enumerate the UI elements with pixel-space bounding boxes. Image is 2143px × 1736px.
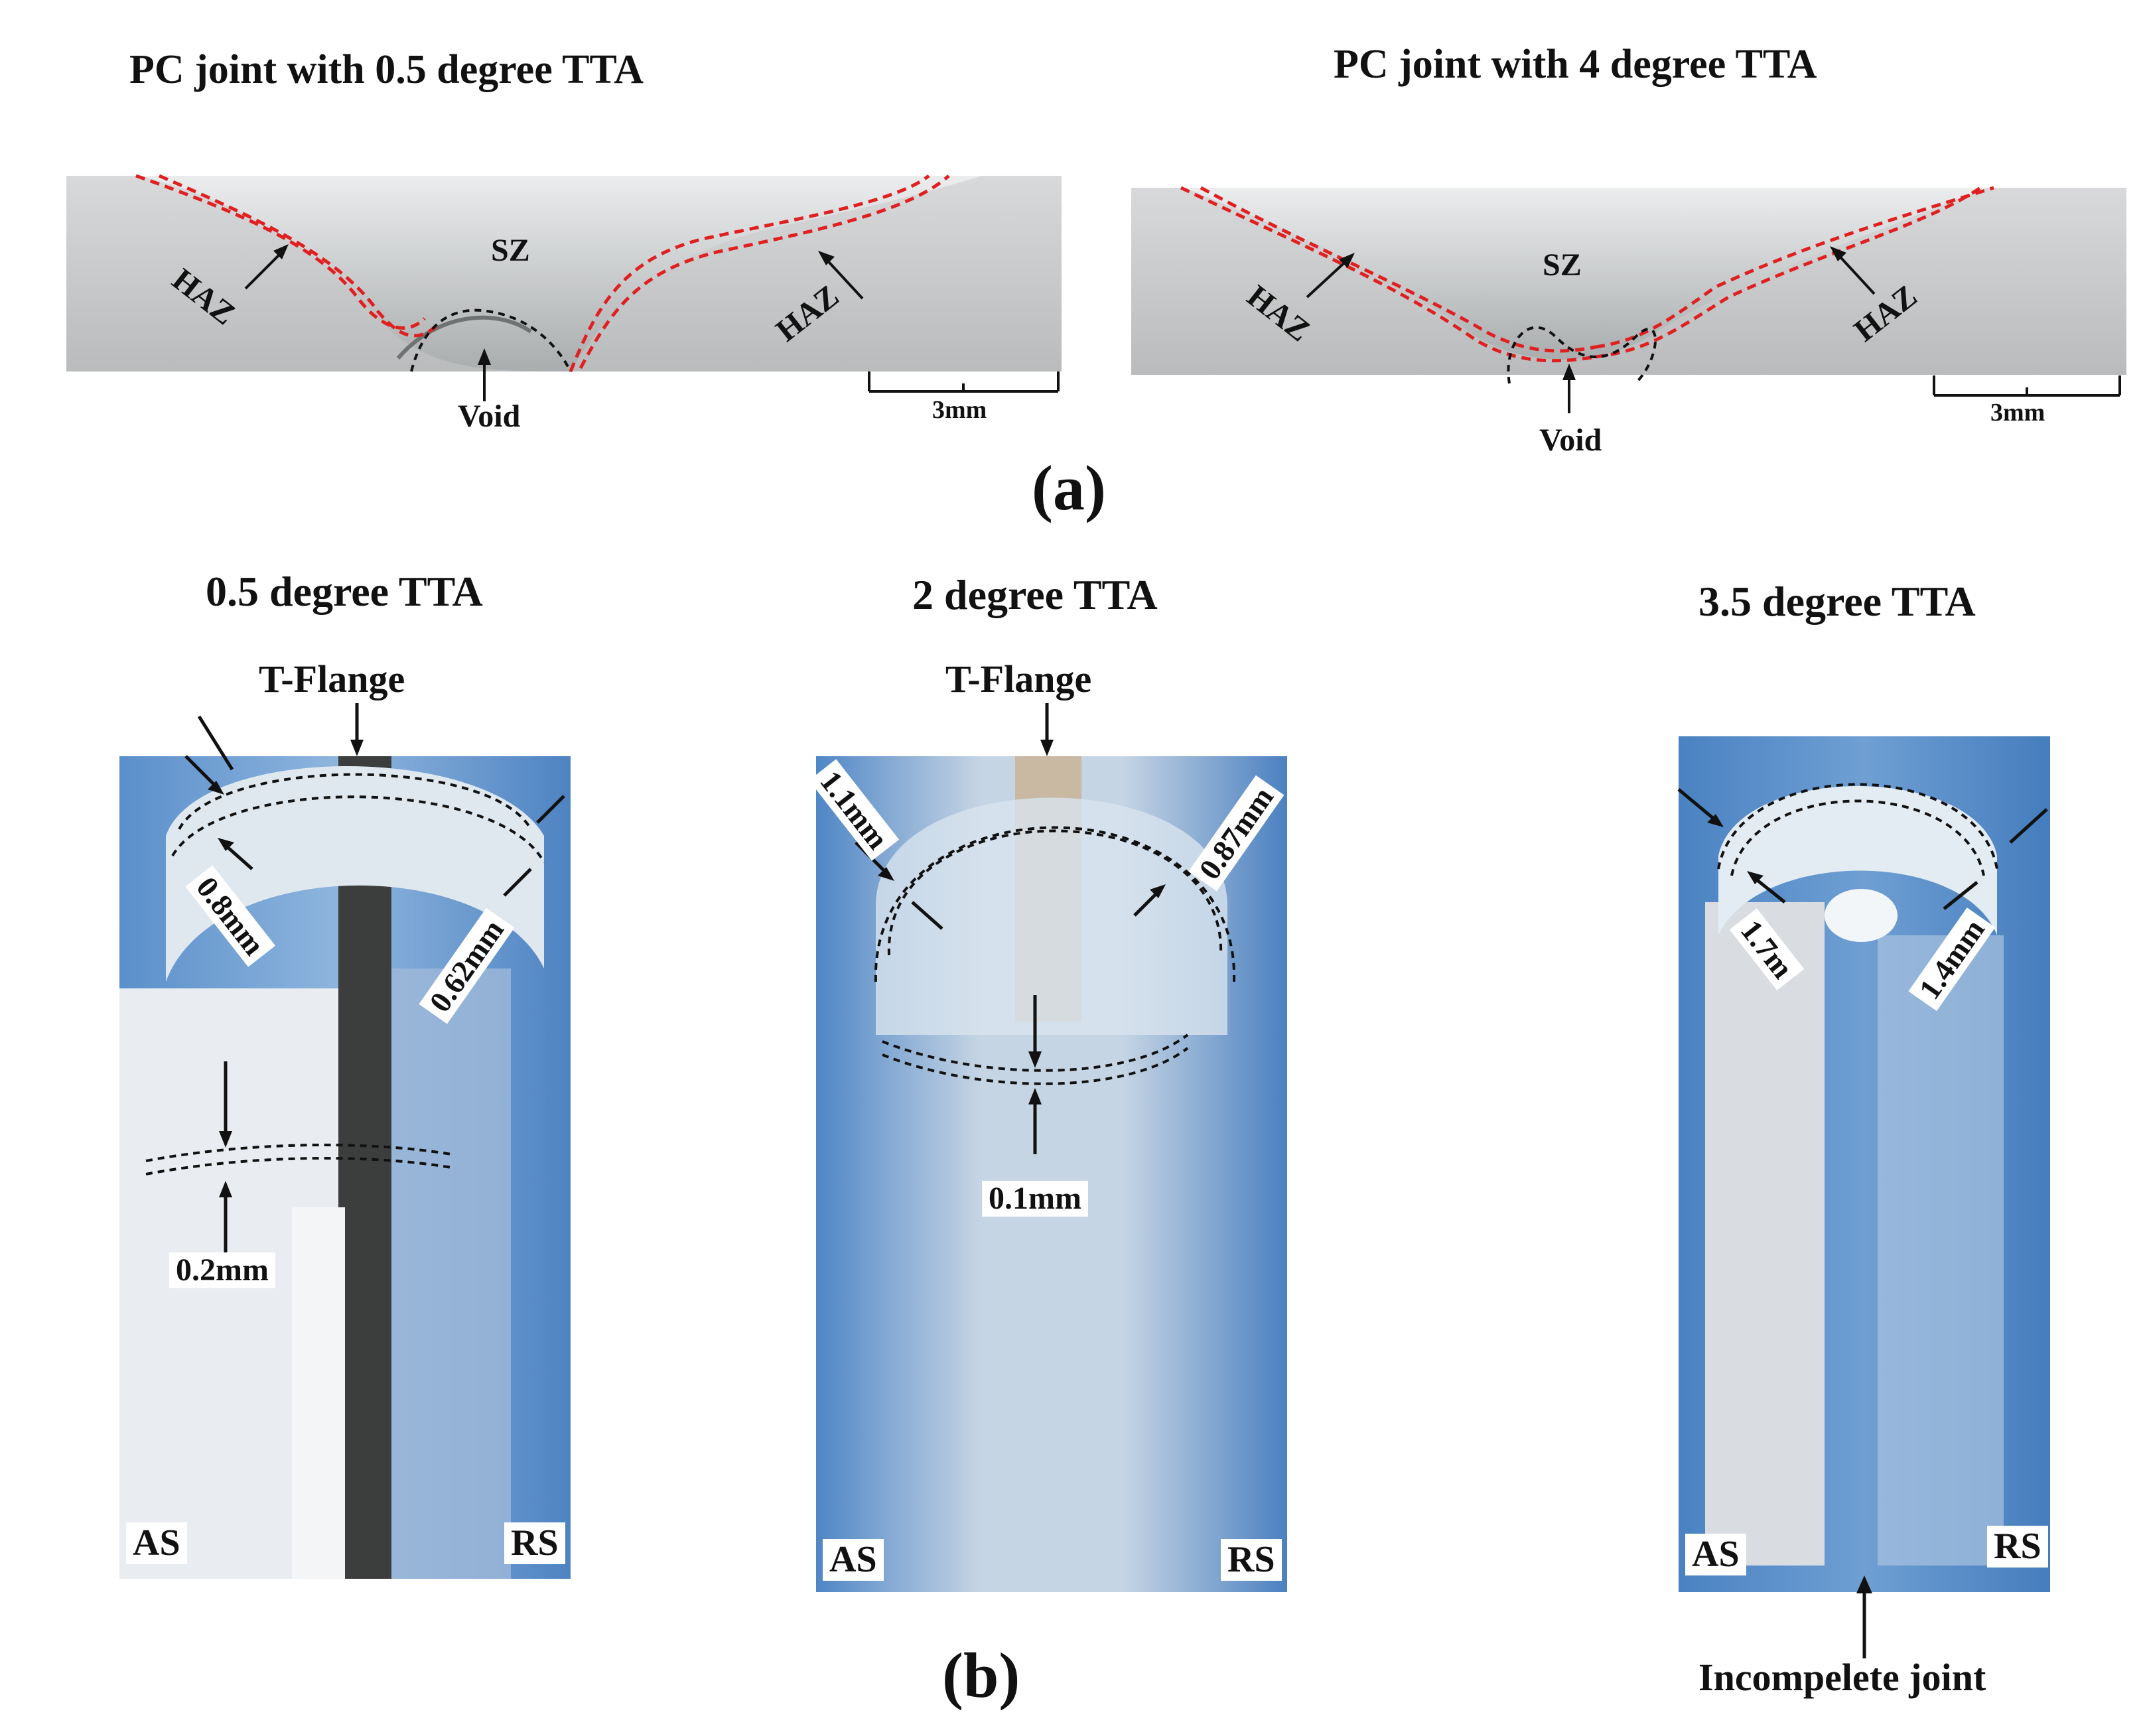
haz-boundary-left-outer xyxy=(1180,186,1596,363)
sz-label-left-b: SZ xyxy=(1543,247,1582,283)
photo3-title: 3.5 degree TTA xyxy=(1698,578,1976,625)
void-outline xyxy=(410,308,572,372)
sz-label-left-a: SZ xyxy=(491,233,530,268)
haz-boundary-left-inner xyxy=(159,174,439,338)
haz-boundary-right-outer xyxy=(1595,186,1982,359)
photo2-dim-gap: 0.1mm xyxy=(982,1181,1088,1217)
photo1-flange-label: T-Flange xyxy=(259,657,405,701)
photo1-title: 0.5 degree TTA xyxy=(206,568,483,615)
photo3-weld-surface xyxy=(1677,736,2050,1658)
photo1-as-label: AS xyxy=(126,1522,187,1564)
photo2-as-label: AS xyxy=(823,1539,884,1581)
photo2-title: 2 degree TTA xyxy=(912,571,1158,618)
haz-boundary-left-outer xyxy=(135,174,426,330)
photo2-rs-label: RS xyxy=(1221,1539,1282,1581)
void-label-left-a: Void xyxy=(458,399,521,434)
photo3-as-label: AS xyxy=(1685,1534,1746,1575)
cross-section-left xyxy=(66,174,1062,401)
photo1-weld-surface xyxy=(119,703,571,1579)
haz-boundary-right-outer xyxy=(569,174,930,372)
photo2-flange-label: T-Flange xyxy=(945,657,1092,701)
panel-label-b: (b) xyxy=(942,1640,1020,1711)
haz-boundary-left-inner xyxy=(1200,186,1596,353)
photo2-weld-surface xyxy=(816,703,1287,1592)
haz-boundary-right-inner xyxy=(1595,186,1994,349)
panel-a-right-title: PC joint with 4 degree TTA xyxy=(1334,42,1817,87)
photo3-rs-label: RS xyxy=(1987,1526,2048,1568)
panel-label-a: (a) xyxy=(1032,452,1106,523)
scale-label-left-a: 3mm xyxy=(932,396,987,424)
panel-a-left-title: PC joint with 0.5 degree TTA xyxy=(129,47,644,92)
scale-label-right-b: 3mm xyxy=(1990,399,2045,427)
photo1-rs-label: RS xyxy=(504,1522,565,1564)
photo3-note: Incompelete joint xyxy=(1698,1656,1986,1699)
photo1-dim-gap: 0.2mm xyxy=(169,1252,275,1289)
void-outline xyxy=(1507,326,1657,385)
void-label-right-b: Void xyxy=(1539,423,1602,458)
haz-boundary-right-inner xyxy=(579,174,950,369)
cross-section-right xyxy=(1131,186,2126,413)
incomplete-joint-arrow xyxy=(1856,1575,1872,1645)
